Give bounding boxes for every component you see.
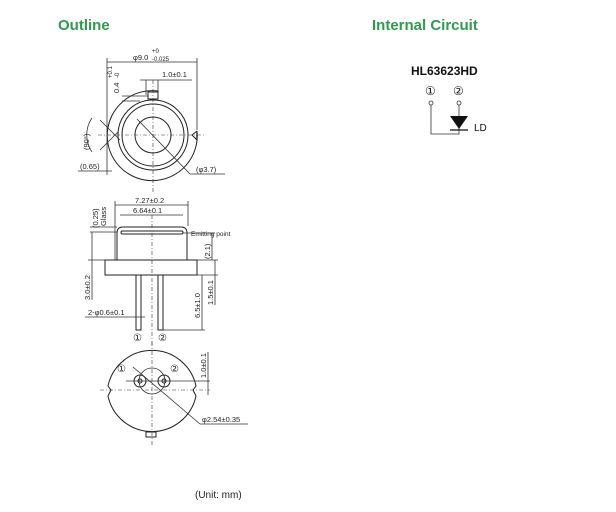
cap-outer-label: 7.27±0.2: [135, 196, 164, 205]
internal-circuit-heading: Internal Circuit: [372, 17, 478, 34]
side-pin1-label: ①: [133, 333, 142, 344]
pin2-terminal-icon: [456, 100, 462, 106]
side-view: 7.27±0.2 6.64±0.1 (0.25) Glass Emitting …: [83, 196, 231, 345]
tab-tol-plus: +0.1: [108, 65, 114, 78]
pitch-label: φ2.54±0.35: [202, 415, 240, 424]
internal-circuit: HL63623HD ① ② LD: [411, 64, 487, 135]
side-pin2-label: ②: [158, 333, 167, 344]
glass-label: Glass: [99, 207, 108, 226]
top-view: φ9.0 +0 -0.025 1.0±0.1 0.4 +0.1 -0 (90°)…: [78, 49, 225, 192]
circuit-pin2-label: ②: [453, 84, 464, 98]
height-label: 3.0±0.2: [83, 275, 92, 300]
glass-thickness-label: (0.25): [91, 208, 100, 228]
bottom-view: ① ② 1.0±0.1 φ2.54±0.35: [100, 342, 248, 445]
bottom-pin1-label: ①: [117, 364, 126, 375]
diode-label: LD: [474, 123, 487, 134]
laser-diode-icon: [450, 116, 468, 129]
offset-label: (0.65): [80, 162, 100, 171]
lead-length-label: 6.5±1.0: [193, 293, 202, 318]
pin1-terminal-icon: [428, 100, 434, 106]
tab-width-label: 1.0±0.1: [162, 70, 187, 79]
top-diameter-tol-minus: -0.025: [152, 57, 170, 63]
part-number: HL63623HD: [411, 64, 478, 78]
flange-label: 1.5±0.1: [206, 280, 215, 305]
cap-inner-label: 6.64±0.1: [133, 206, 162, 215]
tab-tol-minus: -0: [115, 72, 121, 78]
outline-heading: Outline: [58, 17, 110, 34]
lead-dia-label: 2-φ0.6±0.1: [88, 308, 125, 317]
top-diameter-tol-plus: +0: [152, 49, 160, 55]
tab-height-label: 0.4: [112, 83, 121, 93]
window-label: (φ3.7): [196, 165, 217, 174]
top-diameter-label: φ9.0: [133, 53, 148, 62]
emit-height-label: (2.1): [203, 243, 212, 259]
angle-label: (90°): [82, 133, 91, 150]
circuit-pin1-label: ①: [425, 84, 436, 98]
emitting-point-label: Emitting point: [191, 231, 231, 238]
bottom-pin2-label: ②: [170, 364, 179, 375]
unit-note: (Unit: mm): [195, 490, 242, 501]
pin-offset-label: 1.0±0.1: [199, 353, 208, 378]
